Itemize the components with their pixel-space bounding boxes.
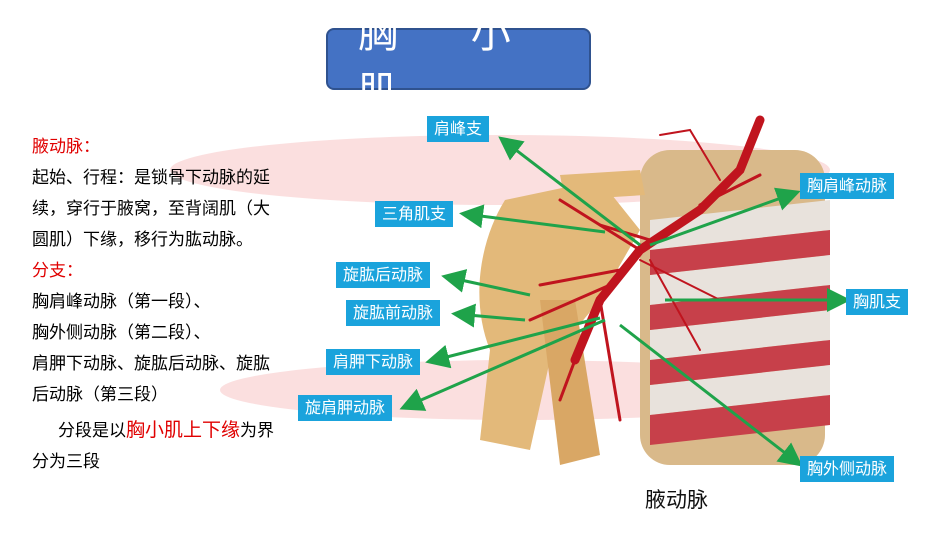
artery-branches bbox=[528, 115, 765, 422]
label-deltoid-branch: 三角肌支 bbox=[375, 201, 454, 227]
figure-caption: 腋动脉 bbox=[645, 488, 708, 512]
rib-cage bbox=[640, 150, 830, 465]
label-posterior-circumflex-humeral: 旋肱后动脉 bbox=[336, 262, 431, 288]
label-circumflex-scapular: 旋肩胛动脉 bbox=[298, 395, 393, 421]
note-prefix: 分段是以 bbox=[58, 421, 126, 441]
title-banner: 胸 小 肌 bbox=[326, 11, 591, 115]
description-panel: 腋动脉： 起始、行程：是锁骨下动脉的延 续，穿行于腋窝，至背阔肌（大 圆肌）下缘… bbox=[32, 132, 292, 478]
note-highlight: 胸小肌上下缘 bbox=[126, 419, 241, 441]
note-suffix: 为界 bbox=[240, 421, 275, 441]
desc-line-3: 圆肌）下缘，移行为肱动脉。 bbox=[32, 230, 253, 250]
desc-line-2: 续，穿行于腋窝，至背阔肌（大 bbox=[32, 199, 270, 219]
branch-line-1: 胸肩峰动脉（第一段）、 bbox=[32, 292, 211, 312]
segment-note: 分段是以胸小肌上下缘为界 bbox=[32, 415, 292, 447]
branch-line-4: 后动脉（第三段） bbox=[32, 385, 168, 405]
heading-axillary-artery: 腋动脉： bbox=[32, 137, 100, 157]
desc-line-1: 起始、行程：是锁骨下动脉的延 bbox=[32, 168, 270, 188]
page-title: 胸 小 肌 bbox=[358, 11, 541, 115]
label-subscapular-artery: 肩胛下动脉 bbox=[326, 349, 421, 375]
label-lateral-thoracic-artery: 胸外侧动脉 bbox=[800, 456, 895, 482]
branch-line-3: 肩胛下动脉、旋肱后动脉、旋肱 bbox=[32, 354, 270, 374]
label-acromial-branch: 肩峰支 bbox=[427, 116, 490, 142]
label-pectoral-branch: 胸肌支 bbox=[846, 289, 909, 315]
label-thoracoacromial-artery: 胸肩峰动脉 bbox=[800, 173, 895, 199]
heading-branches: 分支： bbox=[32, 261, 83, 281]
label-anterior-circumflex-humeral: 旋肱前动脉 bbox=[346, 300, 441, 326]
branch-line-2: 胸外侧动脉（第二段）、 bbox=[32, 323, 211, 343]
callout-arrows bbox=[399, 136, 851, 467]
segment-note-line-2: 分为三段 bbox=[32, 452, 100, 472]
